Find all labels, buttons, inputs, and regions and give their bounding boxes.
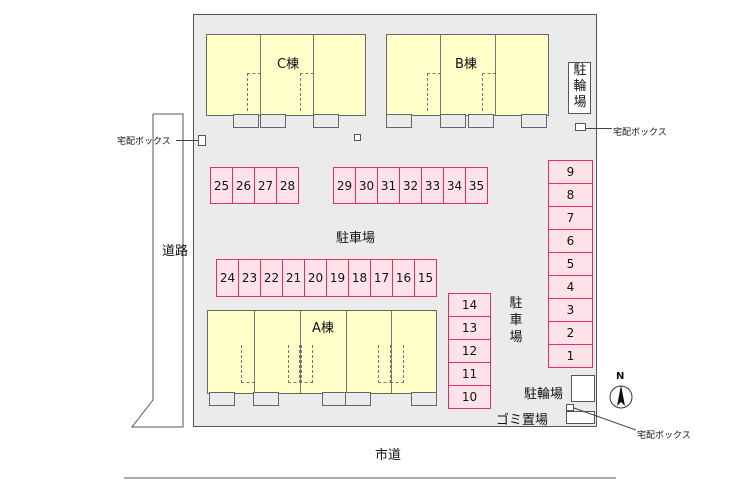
delivery-box-left-label: 宅配ボックス <box>117 137 171 147</box>
building-c-entrance <box>233 114 259 128</box>
parking-space: 1 <box>548 344 593 368</box>
building-c-entrance <box>313 114 339 128</box>
delivery-box-bottom-label: 宅配ボックス <box>637 431 691 441</box>
building-b-entrance <box>521 114 547 128</box>
parking-space: 26 <box>232 167 255 204</box>
parking-space: 16 <box>392 259 415 297</box>
parking-space: 27 <box>254 167 277 204</box>
north-arrow-icon <box>609 385 633 409</box>
building-b: B棟 <box>386 34 549 116</box>
parking-space: 19 <box>326 259 349 297</box>
bicycle-parking-bottom-label: 駐輪場 <box>524 387 564 402</box>
parking-space: 14 <box>448 293 491 317</box>
parking-right-label: 駐車場 <box>509 296 523 345</box>
garbage-area-label: ゴミ置場 <box>496 413 549 428</box>
delivery-box-right-label: 宅配ボックス <box>613 128 667 138</box>
building-a-entrance <box>253 392 279 406</box>
parking-space: 15 <box>414 259 437 297</box>
building-a-entrance <box>411 392 437 406</box>
building-b-label: B棟 <box>455 57 477 72</box>
delivery-box-right <box>575 123 586 131</box>
parking-space: 6 <box>548 229 593 253</box>
building-b-entrance <box>440 114 466 128</box>
bicycle-parking-bottom <box>571 375 595 402</box>
parking-space: 5 <box>548 252 593 276</box>
parking-space: 2 <box>548 321 593 345</box>
parking-space: 34 <box>443 167 466 204</box>
parking-center-label: 駐車場 <box>336 231 376 246</box>
parking-space: 28 <box>276 167 299 204</box>
building-c-entrance <box>260 114 286 128</box>
meter-box <box>354 134 361 141</box>
building-a: A棟 <box>207 310 437 394</box>
building-b-entrance <box>386 114 412 128</box>
bicycle-parking-top: 駐輪場 <box>568 62 591 114</box>
parking-space: 13 <box>448 316 491 340</box>
parking-space: 32 <box>399 167 422 204</box>
north-label: N <box>616 371 625 382</box>
parking-space: 12 <box>448 339 491 363</box>
parking-space: 18 <box>348 259 371 297</box>
building-a-entrance <box>209 392 235 406</box>
parking-space: 10 <box>448 385 491 409</box>
parking-space: 35 <box>465 167 488 204</box>
building-a-entrance <box>345 392 371 406</box>
garbage-area <box>566 411 595 424</box>
parking-space: 31 <box>377 167 400 204</box>
building-a-label: A棟 <box>312 321 334 336</box>
building-c: C棟 <box>206 34 366 116</box>
building-c-label: C棟 <box>277 57 300 72</box>
delivery-box-left <box>198 135 206 146</box>
parking-space: 17 <box>370 259 393 297</box>
road-left-label: 道路 <box>162 244 189 259</box>
parking-space: 20 <box>304 259 327 297</box>
building-b-entrance <box>468 114 494 128</box>
delivery-box-bottom <box>566 404 574 411</box>
city-road-label: 市道 <box>375 448 402 463</box>
parking-space: 23 <box>238 259 261 297</box>
parking-space: 11 <box>448 362 491 386</box>
bicycle-parking-top-label: 駐輪場 <box>573 63 587 110</box>
